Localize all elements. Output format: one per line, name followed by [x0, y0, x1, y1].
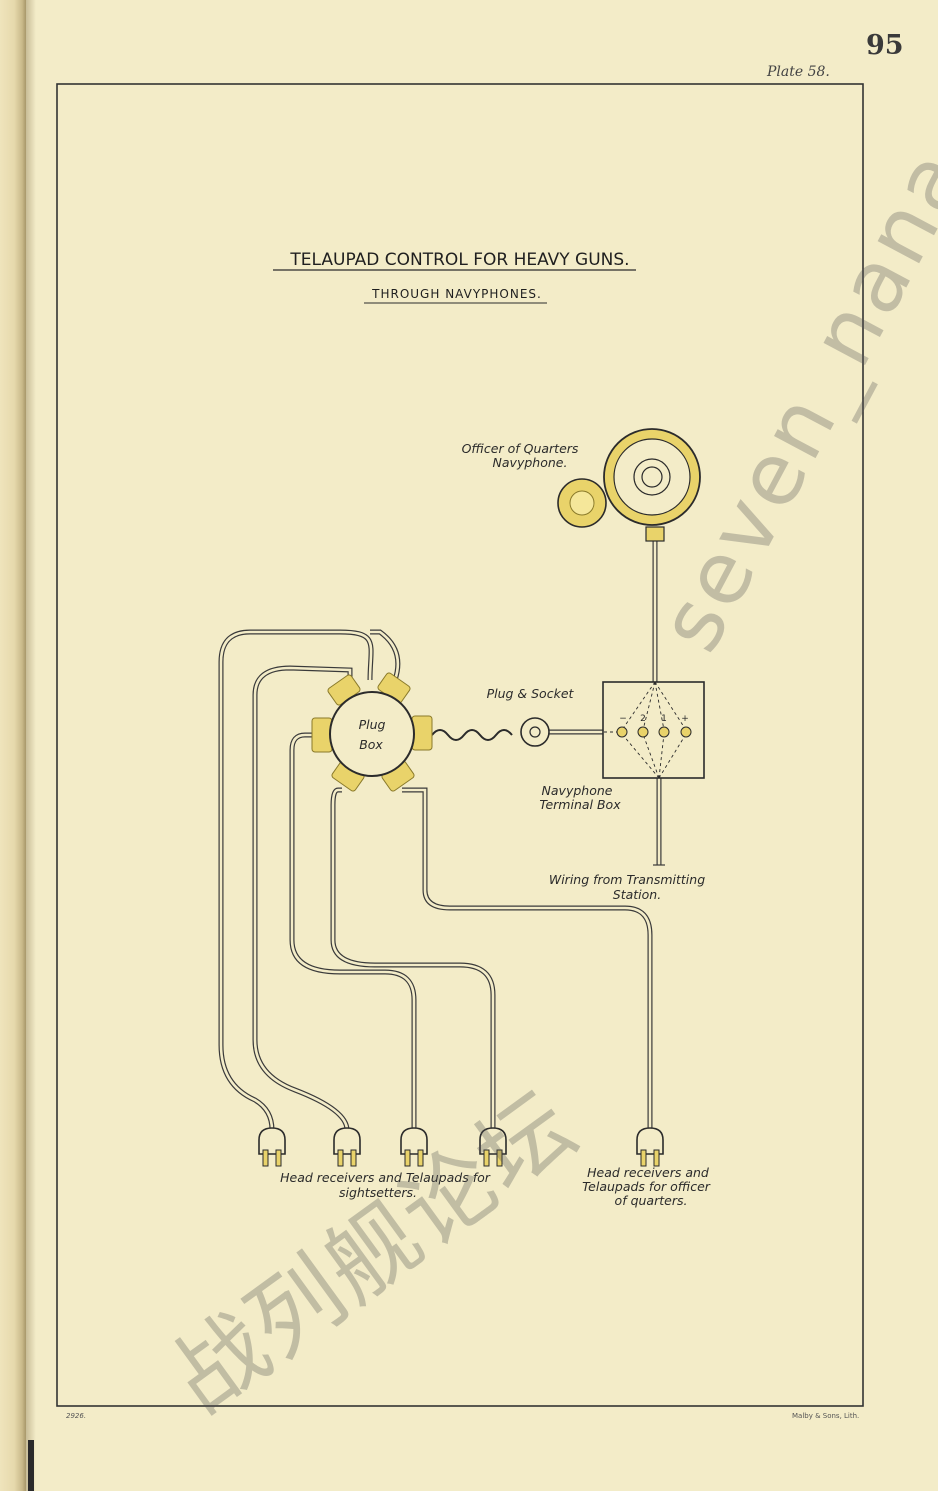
sightsetters-label-1: Head receivers and Telaupads for — [280, 1170, 491, 1185]
binding-strip — [28, 1440, 34, 1491]
page-number: 95 — [866, 30, 904, 61]
head-receiver-plug — [258, 1127, 286, 1167]
terminal-1: 1 — [661, 714, 667, 724]
terminal-box-label-1: Navyphone — [542, 783, 613, 798]
book-spine — [0, 0, 26, 1491]
officer-navyphone-label-2: Navyphone. — [493, 455, 568, 470]
terminal-plus: + — [681, 714, 689, 724]
head-receiver-plug — [333, 1127, 361, 1167]
plug-socket-label: Plug & Socket — [487, 686, 575, 701]
cables — [218, 540, 662, 1131]
plug-box-label-2: Box — [359, 737, 383, 752]
plug-box: Plug Box — [311, 672, 433, 792]
head-receiver-plug — [479, 1127, 507, 1167]
officer-navyphone — [557, 428, 701, 542]
wiring-label-2: Station. — [613, 887, 661, 902]
printer-imprint: Malby & Sons, Lith. — [792, 1412, 860, 1420]
officer-head-label-2: Telaupads for officer — [582, 1179, 711, 1194]
terminal-2: 2 — [640, 714, 646, 724]
officer-navyphone-label-1: Officer of Quarters — [462, 441, 579, 456]
plug-socket — [520, 717, 550, 747]
plate-label: Plate 58. — [767, 64, 830, 80]
navyphone-terminal-box: − 2 1 + — [602, 681, 705, 779]
cable-1-top — [370, 629, 401, 681]
plug-box-label-1: Plug — [359, 717, 386, 732]
diagram-subtitle: THROUGH NAVYPHONES. — [371, 287, 542, 301]
cable-3 — [289, 732, 417, 1130]
sightsetters-label-2: sightsetters. — [339, 1185, 417, 1200]
plate-frame — [56, 83, 864, 1407]
flexible-lead — [431, 729, 513, 741]
head-receiver-plugs — [258, 1127, 664, 1167]
diagram-title: TELAUPAD CONTROL FOR HEAVY GUNS. — [289, 250, 629, 270]
terminal-minus: − — [619, 714, 627, 724]
officer-head-label-1: Head receivers and — [587, 1165, 709, 1180]
head-receiver-plug — [400, 1127, 428, 1167]
wiring-label-1: Wiring from Transmitting — [549, 872, 705, 887]
spine-shadow — [26, 0, 36, 1491]
officer-head-receiver-plug — [636, 1127, 664, 1167]
officer-head-label-3: of quarters. — [615, 1193, 688, 1208]
cable-inner — [219, 540, 661, 1131]
terminal-box-label-2: Terminal Box — [539, 797, 621, 812]
print-code: 2926. — [66, 1412, 87, 1420]
